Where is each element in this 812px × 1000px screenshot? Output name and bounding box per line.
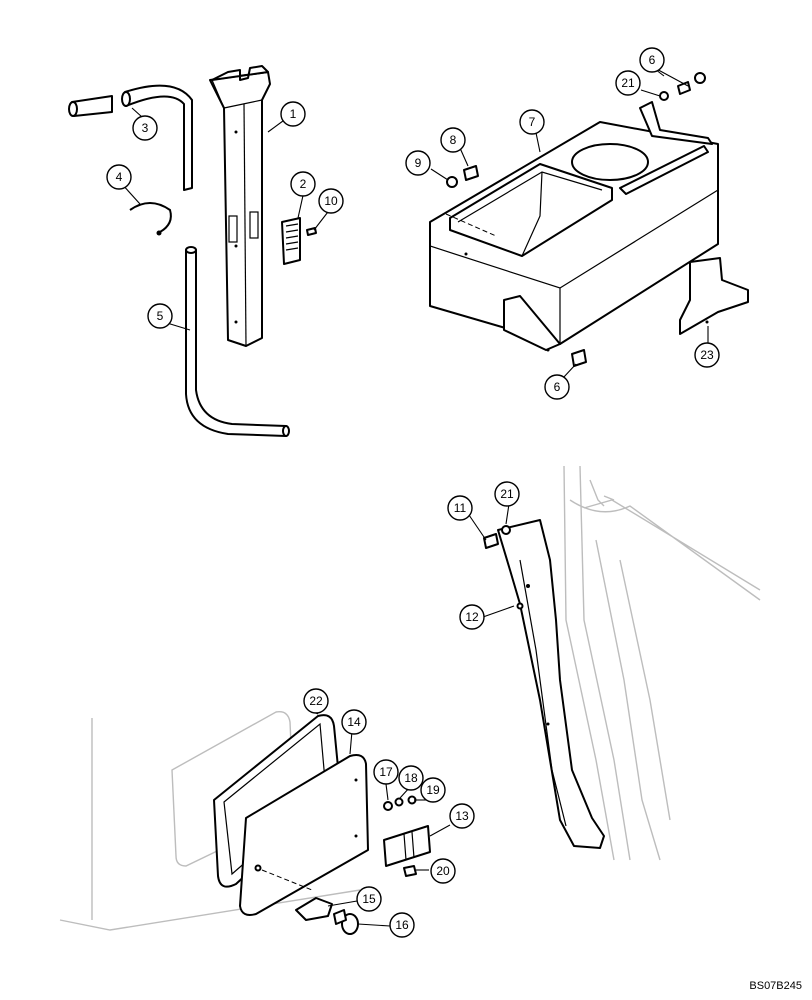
callout-14: 14 [341,709,367,735]
callout-8: 8 [440,127,466,153]
svg-text:8: 8 [450,133,457,147]
callout-17: 17 [373,759,399,785]
access-panel-assembly [59,711,431,935]
callout-15: 15 [356,886,382,912]
svg-text:9: 9 [415,156,422,170]
callout-19: 19 [420,777,446,803]
svg-text:14: 14 [347,715,361,729]
cab-post-assembly [483,465,761,861]
callout-5: 5 [147,303,173,329]
callout-20: 20 [430,858,456,884]
callout-4: 4 [106,164,132,190]
callout-22: 22 [303,688,329,714]
callout-6-lower: 6 [544,374,570,400]
svg-text:12: 12 [465,610,479,624]
hose-upper [71,95,113,117]
callout-12: 12 [459,604,485,630]
cup-holder [571,143,649,181]
callout-9: 9 [405,150,431,176]
svg-text:20: 20 [436,864,450,878]
column-assembly [68,65,317,437]
screw-11 [483,533,499,549]
svg-text:21: 21 [621,76,635,90]
callout-23: 23 [694,342,720,368]
svg-text:5: 5 [157,309,164,323]
washer-21 [659,91,669,101]
svg-text:18: 18 [404,771,418,785]
cab-frame-outline [563,465,761,861]
bolt-8 [463,165,479,181]
callout-18: 18 [398,765,424,791]
callout-1: 1 [280,101,306,127]
svg-text:17: 17 [379,765,393,779]
svg-text:4: 4 [116,170,123,184]
svg-text:7: 7 [529,115,536,129]
callout-11: 11 [447,495,473,521]
hose-clamp [129,202,172,233]
svg-text:6: 6 [554,380,561,394]
svg-text:11: 11 [454,501,467,515]
switch [281,217,301,265]
access-panel [239,754,369,916]
callout-7: 7 [519,109,545,135]
callout-3: 3 [132,115,158,141]
svg-text:1: 1 [290,107,297,121]
column-body [209,71,271,347]
console-tray [449,163,613,257]
latch [295,897,333,921]
washer-21b [501,525,511,535]
cab-post-trim [497,519,605,849]
callout-21-upper: 21 [615,70,641,96]
washer-9 [446,176,458,188]
drawing-code: BS07B245 [749,980,802,992]
console-side-panel [679,257,749,335]
svg-text:6: 6 [649,53,656,67]
callout-2: 2 [290,171,316,197]
svg-text:10: 10 [324,194,338,208]
svg-text:22: 22 [309,694,323,708]
svg-text:23: 23 [700,348,714,362]
console-assembly [429,72,749,367]
callout-10: 10 [318,188,344,214]
callout-13: 13 [449,803,475,829]
svg-text:13: 13 [455,809,469,823]
svg-text:15: 15 [362,892,376,906]
svg-text:16: 16 [395,918,409,932]
hose-upper-bend [124,84,193,191]
washer-18 [394,797,404,807]
screw-20 [403,865,417,877]
svg-text:2: 2 [300,177,307,191]
hinge [383,825,431,867]
svg-text:19: 19 [426,783,440,797]
nut-17 [383,801,393,811]
callout-16: 16 [389,912,415,938]
svg-text:3: 3 [142,121,149,135]
callout-21-lower: 21 [494,481,520,507]
callouts: 1 2 3 4 5 6 6 7 8 9 10 11 12 13 14 15 16… [106,47,720,938]
callout-6-upper: 6 [639,47,665,73]
bolt-6-lower [571,349,587,367]
svg-text:21: 21 [500,487,514,501]
nut-6 [694,72,706,84]
